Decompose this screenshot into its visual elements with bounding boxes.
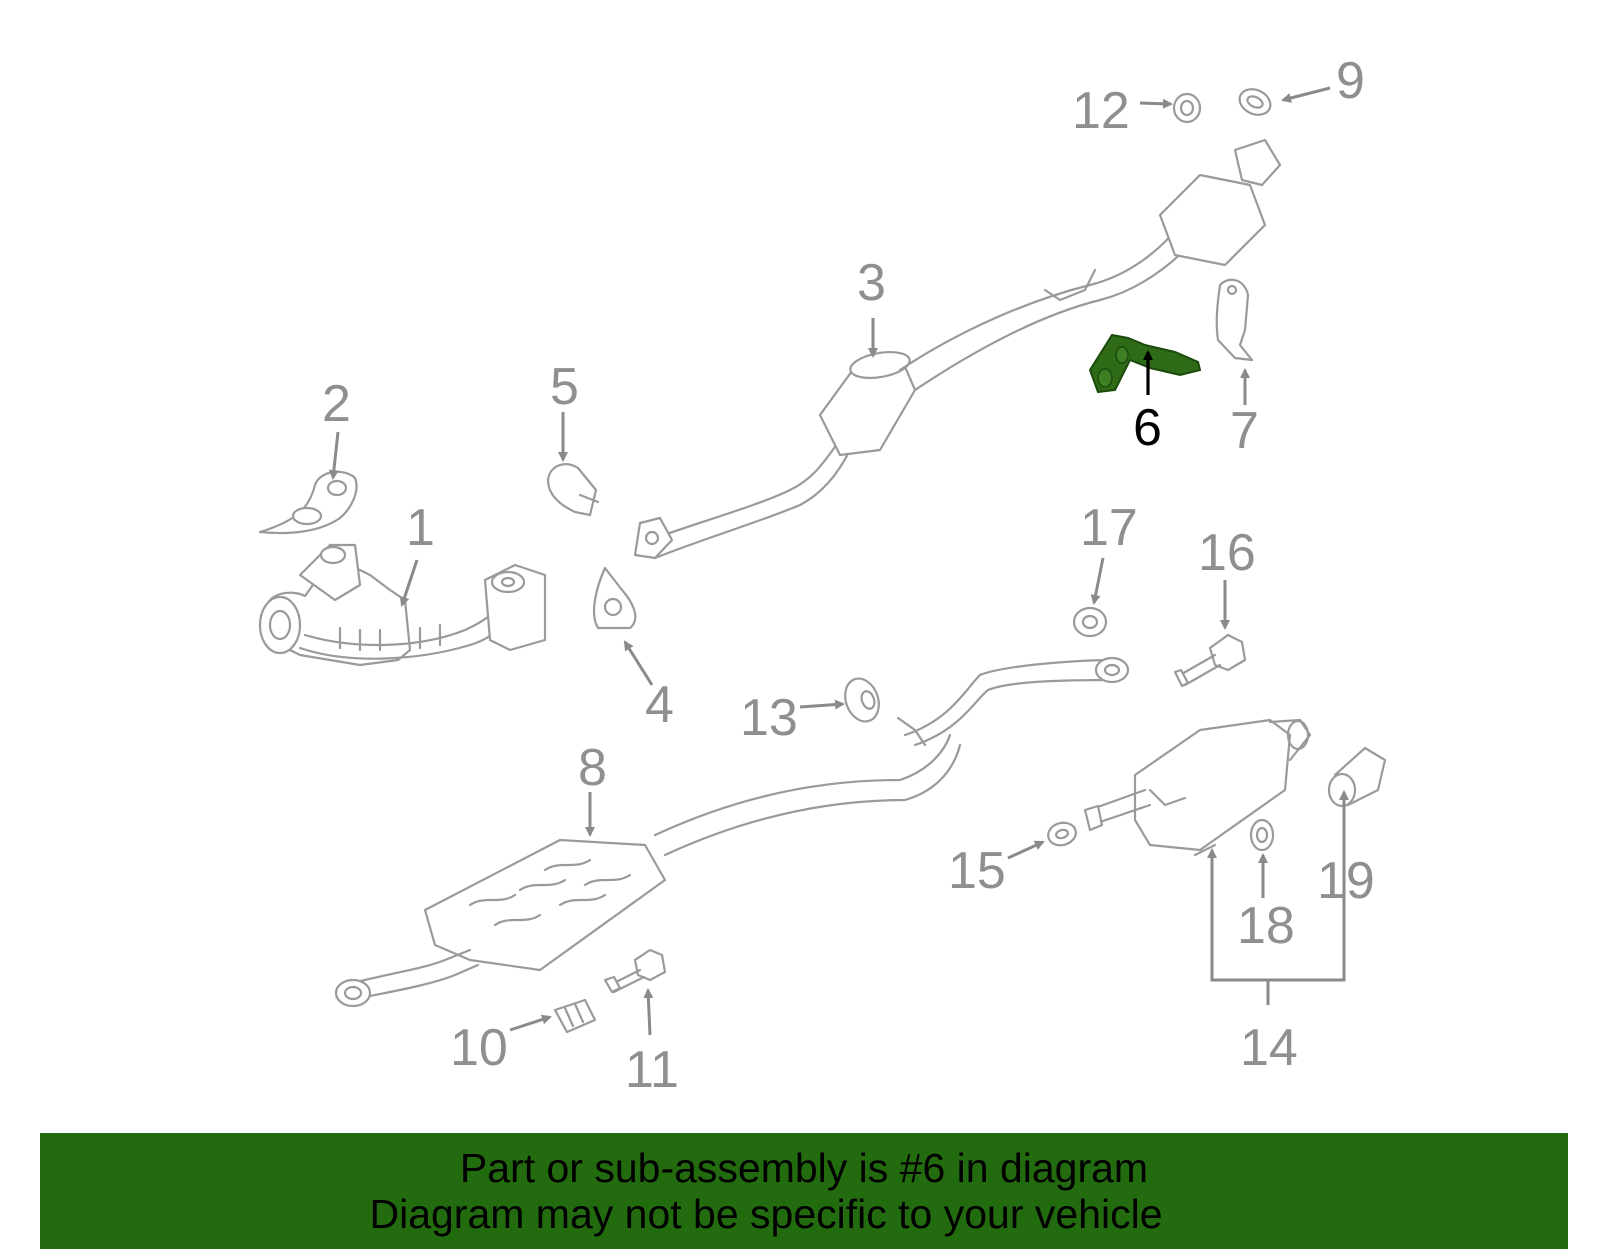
callout-18: 18 — [1237, 897, 1295, 955]
callout-16: 16 — [1198, 524, 1256, 582]
callout-7: 7 — [1230, 402, 1259, 460]
part-13-rubber-hanger[interactable] — [839, 674, 884, 726]
part-8-center-pipe[interactable] — [334, 656, 1130, 1008]
callout-10: 10 — [450, 1019, 508, 1077]
callout-4: 4 — [645, 676, 674, 734]
callout-6-highlighted: 6 — [1133, 399, 1162, 457]
part-3-front-pipe[interactable] — [633, 138, 1282, 560]
part-17-nut[interactable] — [1072, 606, 1108, 638]
callout-8: 8 — [578, 739, 607, 797]
callout-19: 19 — [1317, 852, 1375, 910]
exhaust-system-diagram: 1 2 3 4 5 6 7 8 9 10 11 12 13 14 15 16 1… — [258, 52, 1387, 1099]
part-14-rear-muffler[interactable] — [1083, 718, 1312, 857]
part-4-gasket[interactable] — [592, 566, 637, 630]
banner-line-part-number: Part or sub-assembly is #6 in diagram — [459, 1145, 1149, 1191]
callout-14: 14 — [1240, 1019, 1298, 1077]
callout-13: 13 — [740, 689, 798, 747]
part-9-ring[interactable] — [1235, 84, 1274, 119]
banner-line-disclaimer: Diagram may not be specific to your vehi… — [369, 1191, 1163, 1237]
callout-12: 12 — [1072, 82, 1130, 140]
part-6-bracket-highlighted[interactable] — [1088, 333, 1202, 394]
callout-1: 1 — [406, 499, 435, 557]
callout-15: 15 — [948, 842, 1006, 900]
part-16-bolt[interactable] — [1173, 633, 1247, 688]
callout-9: 9 — [1336, 52, 1365, 110]
info-banner: Part or sub-assembly is #6 in diagram Di… — [40, 1133, 1568, 1249]
leader-arrows — [328, 86, 1349, 1036]
callout-labels: 1 2 3 4 5 6 7 8 9 10 11 12 13 14 15 16 1… — [322, 52, 1375, 1099]
callout-5: 5 — [550, 358, 579, 416]
part-10-hanger[interactable] — [553, 998, 597, 1034]
part-1-exhaust-manifold[interactable] — [258, 543, 547, 667]
part-12-nut[interactable] — [1172, 92, 1202, 124]
part-5-clamp[interactable] — [546, 463, 600, 517]
part-11-bolt[interactable] — [603, 948, 667, 994]
part-18-rubber[interactable] — [1249, 818, 1275, 852]
part-7-bracket[interactable] — [1215, 278, 1254, 362]
part-2-gasket[interactable] — [258, 470, 358, 535]
callout-2: 2 — [322, 375, 351, 433]
callout-3: 3 — [857, 254, 886, 312]
callout-11: 11 — [625, 1041, 679, 1099]
part-15-gasket[interactable] — [1046, 820, 1079, 848]
callout-17: 17 — [1080, 499, 1138, 557]
part-19-tail-pipe-tip[interactable] — [1327, 746, 1387, 808]
